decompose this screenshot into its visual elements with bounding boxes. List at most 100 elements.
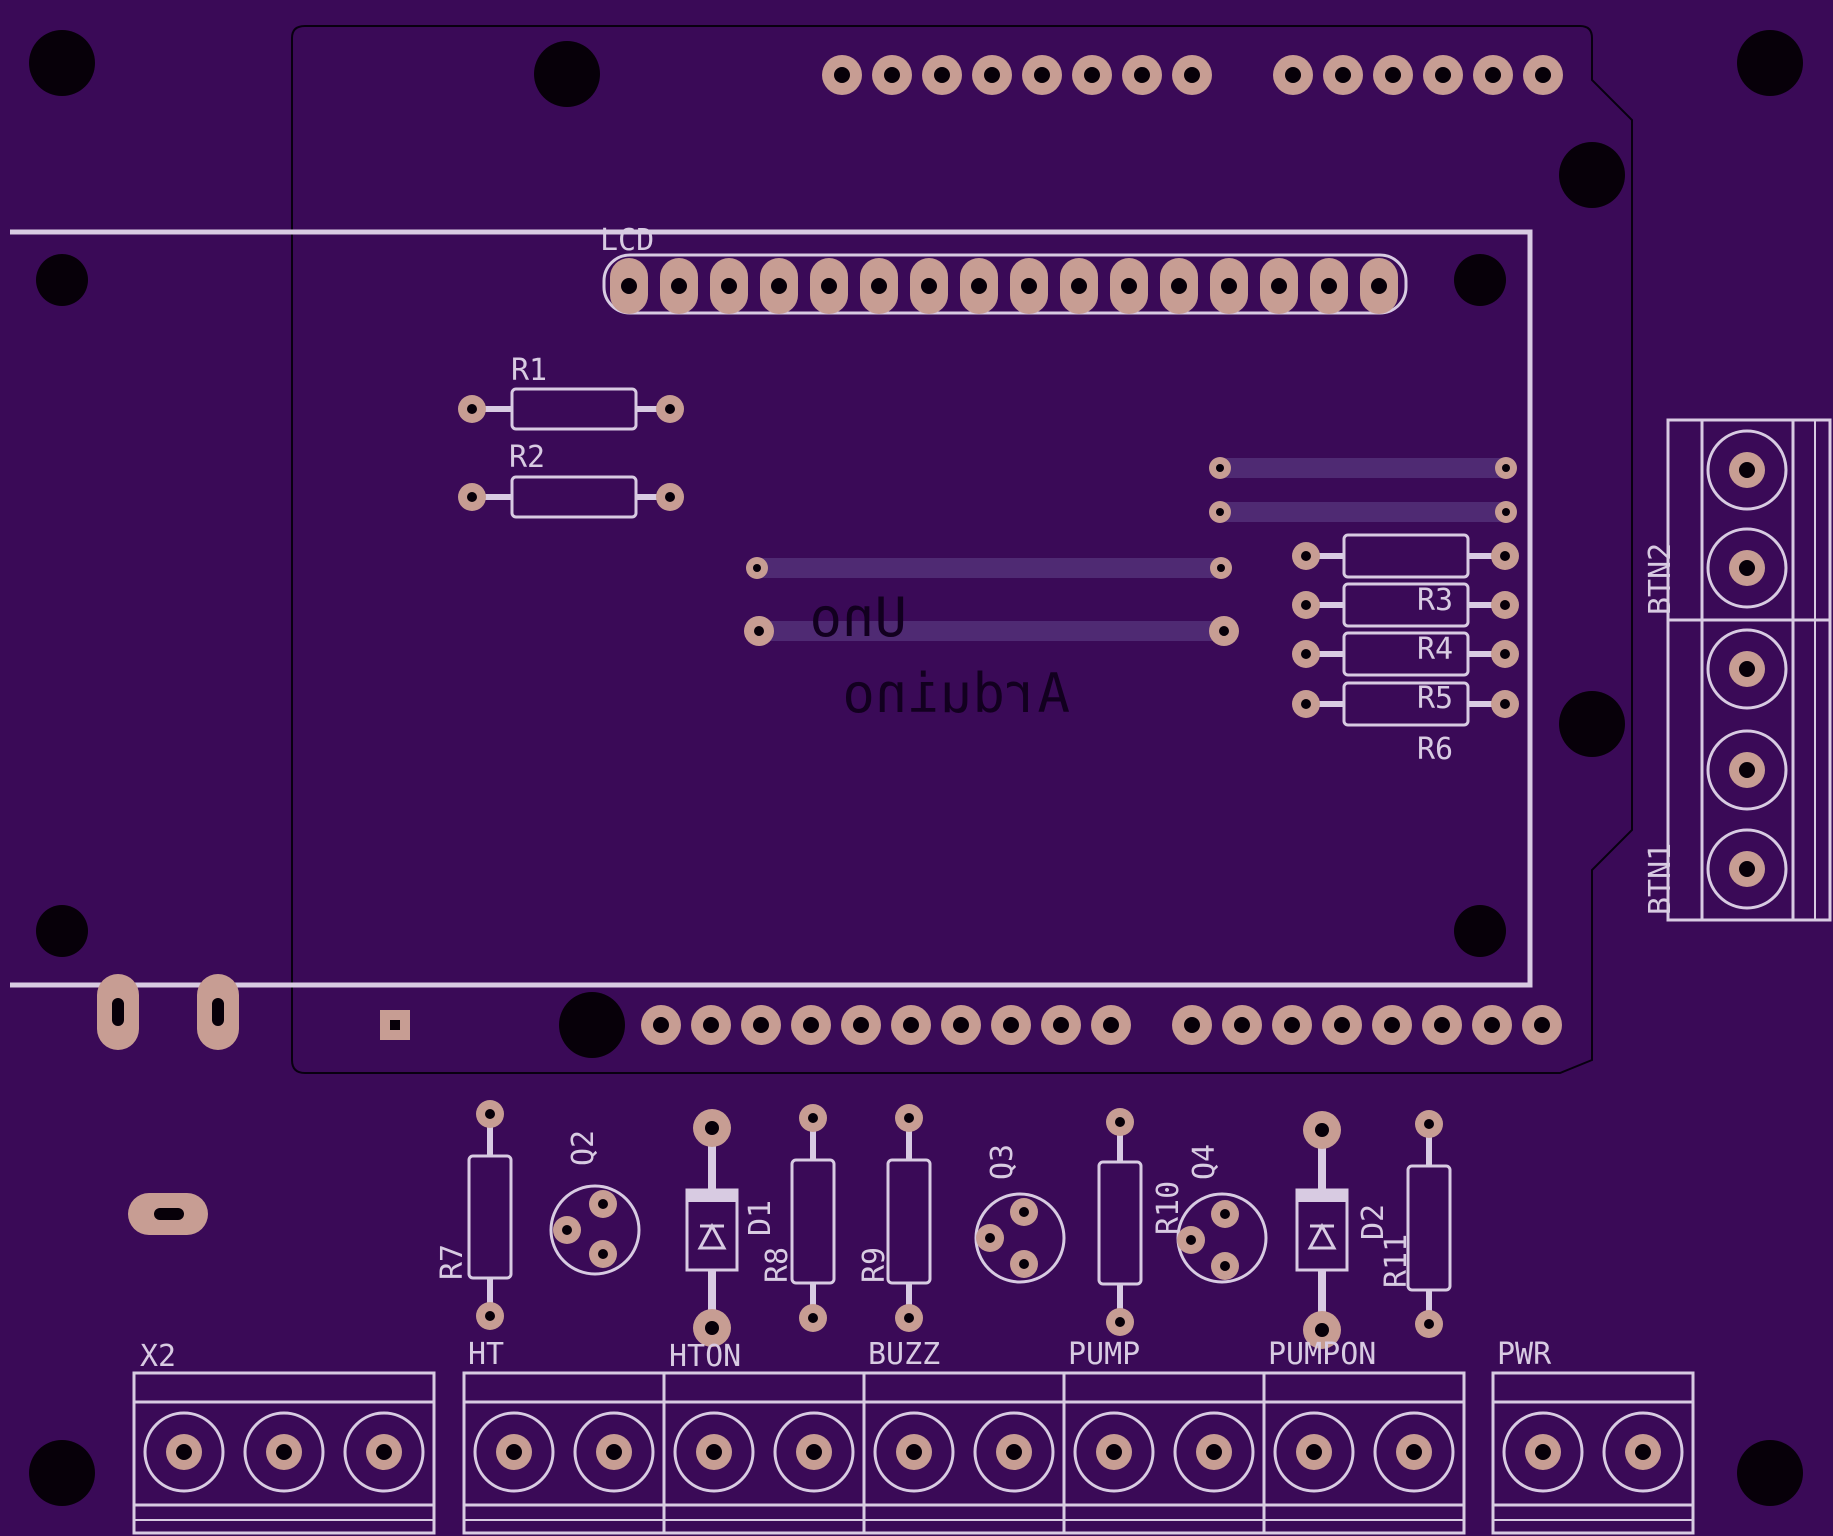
pad [895,1104,923,1132]
q2-label: Q2 [566,1130,601,1166]
terminal-blocks [132,1371,1695,1535]
header-pad [1522,1005,1562,1045]
lower-components [467,1100,1452,1349]
pad [693,1309,731,1347]
header-pad [1273,55,1313,95]
resistor-r3 [1292,533,1519,579]
lcd-mounting-hole-1 [36,254,88,306]
q3-label: Q3 [985,1144,1020,1180]
terminal-pad [1706,828,1788,910]
lcd-label: LCD [600,223,654,258]
r7-label: R7 [435,1244,470,1280]
r11-label: R11 [1379,1234,1414,1288]
header-pad [1222,1005,1262,1045]
header-pad [1323,55,1363,95]
pump-label: PUMP [1068,1337,1140,1372]
traces [747,458,1516,641]
lcd-mounting-hole-4 [1454,905,1506,957]
pad [799,1304,827,1332]
header-pad [691,1005,731,1045]
lcd-module-outline [10,229,1533,988]
bottom-text-arduino: Arduino [842,662,1070,725]
transistor-q3 [974,1192,1066,1284]
lcd-pin [1260,258,1298,314]
btn2-label: BTN2 [1643,543,1678,615]
pad [1303,1311,1341,1349]
pad [1211,1200,1239,1228]
pad [589,1190,617,1218]
arduino-outline [291,25,1633,1074]
resistor-r2 [458,475,684,519]
lcd-pin [1160,258,1198,314]
lcd-mounting-hole-3 [36,905,88,957]
terminal-hton [662,1371,866,1535]
mounting-holes [29,30,1803,1506]
header-pad [1272,1005,1312,1045]
header-pad [1373,55,1413,95]
resistor-r4 [1292,582,1519,628]
lcd-pin [810,258,848,314]
terminal-pad [1706,527,1788,609]
header-pad [641,1005,681,1045]
header-pad [1422,1005,1462,1045]
terminal-pad [1706,628,1788,710]
lcd-side-pads [97,974,239,1235]
header-pad [1523,55,1563,95]
terminal-x2 [132,1371,436,1535]
header-pad [922,55,962,95]
pad [693,1109,731,1147]
header-pad [941,1005,981,1045]
pad [1211,1252,1239,1280]
lcd-pin [1010,258,1048,314]
d2-label: D2 [1356,1204,1391,1240]
resistor-r5 [1292,631,1519,677]
pad [895,1304,923,1332]
r2-label: R2 [509,440,545,475]
mounting-hole-bottom-left [29,1440,95,1506]
terminal-pad [1706,729,1788,811]
header-pad [1372,1005,1412,1045]
resistor-stack-r3-r6 [1292,533,1519,727]
resistor-r8 [790,1104,836,1332]
transistor-q2 [549,1184,641,1276]
r10-label: R10 [1151,1181,1186,1235]
header-pad [872,55,912,95]
mounting-hole-top-left [29,30,95,96]
d1-label: D1 [743,1200,778,1236]
diode-d2 [1295,1111,1349,1349]
lcd-pin [1060,258,1098,314]
arduino-mounting-hole-3 [1559,691,1625,757]
resistor-r7 [467,1100,513,1330]
pad [1491,640,1519,668]
pad [1010,1250,1038,1278]
q4-label: Q4 [1187,1144,1222,1180]
header-pad [891,1005,931,1045]
arduino-header-bottom [641,1005,1562,1045]
header-pad [1072,55,1112,95]
r4-label: R4 [1417,632,1453,667]
r6-label: R6 [1417,732,1453,767]
resistor-r11 [1406,1110,1452,1338]
header-pad [1122,55,1162,95]
header-pad [741,1005,781,1045]
header-pad [1423,55,1463,95]
pumpon-label: PUMPON [1268,1337,1376,1372]
btn1-label: BTN1 [1643,843,1678,915]
lcd-pin [710,258,748,314]
terminal-pump [1062,1371,1266,1535]
resistor-r9 [886,1104,932,1332]
hton-label: HTON [669,1339,741,1374]
lcd-header-outline [602,253,1408,315]
pad [589,1240,617,1268]
lcd-pin [1360,258,1398,314]
bottom-text-uno: Uno [809,586,907,649]
pad [976,1224,1004,1252]
lcd-pin [1210,258,1248,314]
resistor-r10 [1097,1108,1143,1336]
pad [1292,640,1320,668]
lcd-pin [860,258,898,314]
pad [1415,1310,1443,1338]
transistor-q4 [1176,1192,1268,1284]
x2-label: X2 [140,1339,176,1374]
